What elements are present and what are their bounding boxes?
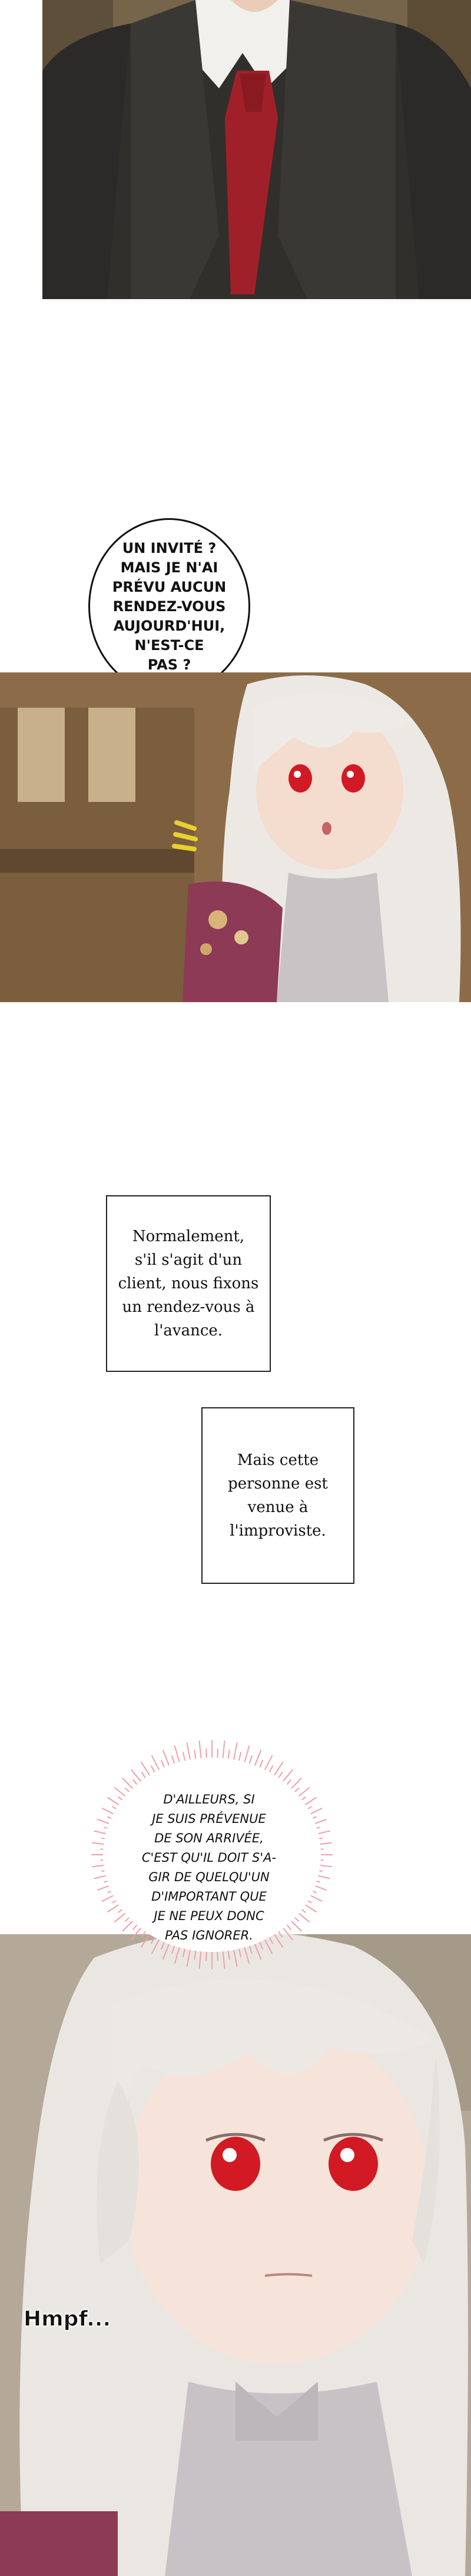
thought-burst-shape	[91, 1740, 333, 1970]
narration-caption-2: Mais cette personne est venue à l'improv…	[201, 1407, 354, 1584]
panel-girl-closeup	[0, 1934, 471, 2576]
panel-girl-surprised	[0, 672, 471, 1002]
girl-closeup-illustration	[0, 1934, 471, 2576]
speech-bubble-text: UN INVITÉ ? MAIS JE N'AI PRÉVU AUCUN REN…	[112, 539, 227, 673]
girl-surprised-illustration	[0, 672, 471, 1002]
thought-burst-text: D'AILLEURS, SI JE SUIS PRÉVENUE DE SON A…	[141, 1792, 277, 1942]
narration-caption-1: Normalement, s'il s'agit d'un client, no…	[106, 1195, 271, 1372]
speech-bubble: UN INVITÉ ? MAIS JE N'AI PRÉVU AUCUN REN…	[88, 518, 250, 695]
panel-man-suit	[42, 0, 471, 299]
hmpf-sfx: Hmpf...	[23, 2307, 111, 2332]
man-suit-illustration	[42, 0, 471, 299]
